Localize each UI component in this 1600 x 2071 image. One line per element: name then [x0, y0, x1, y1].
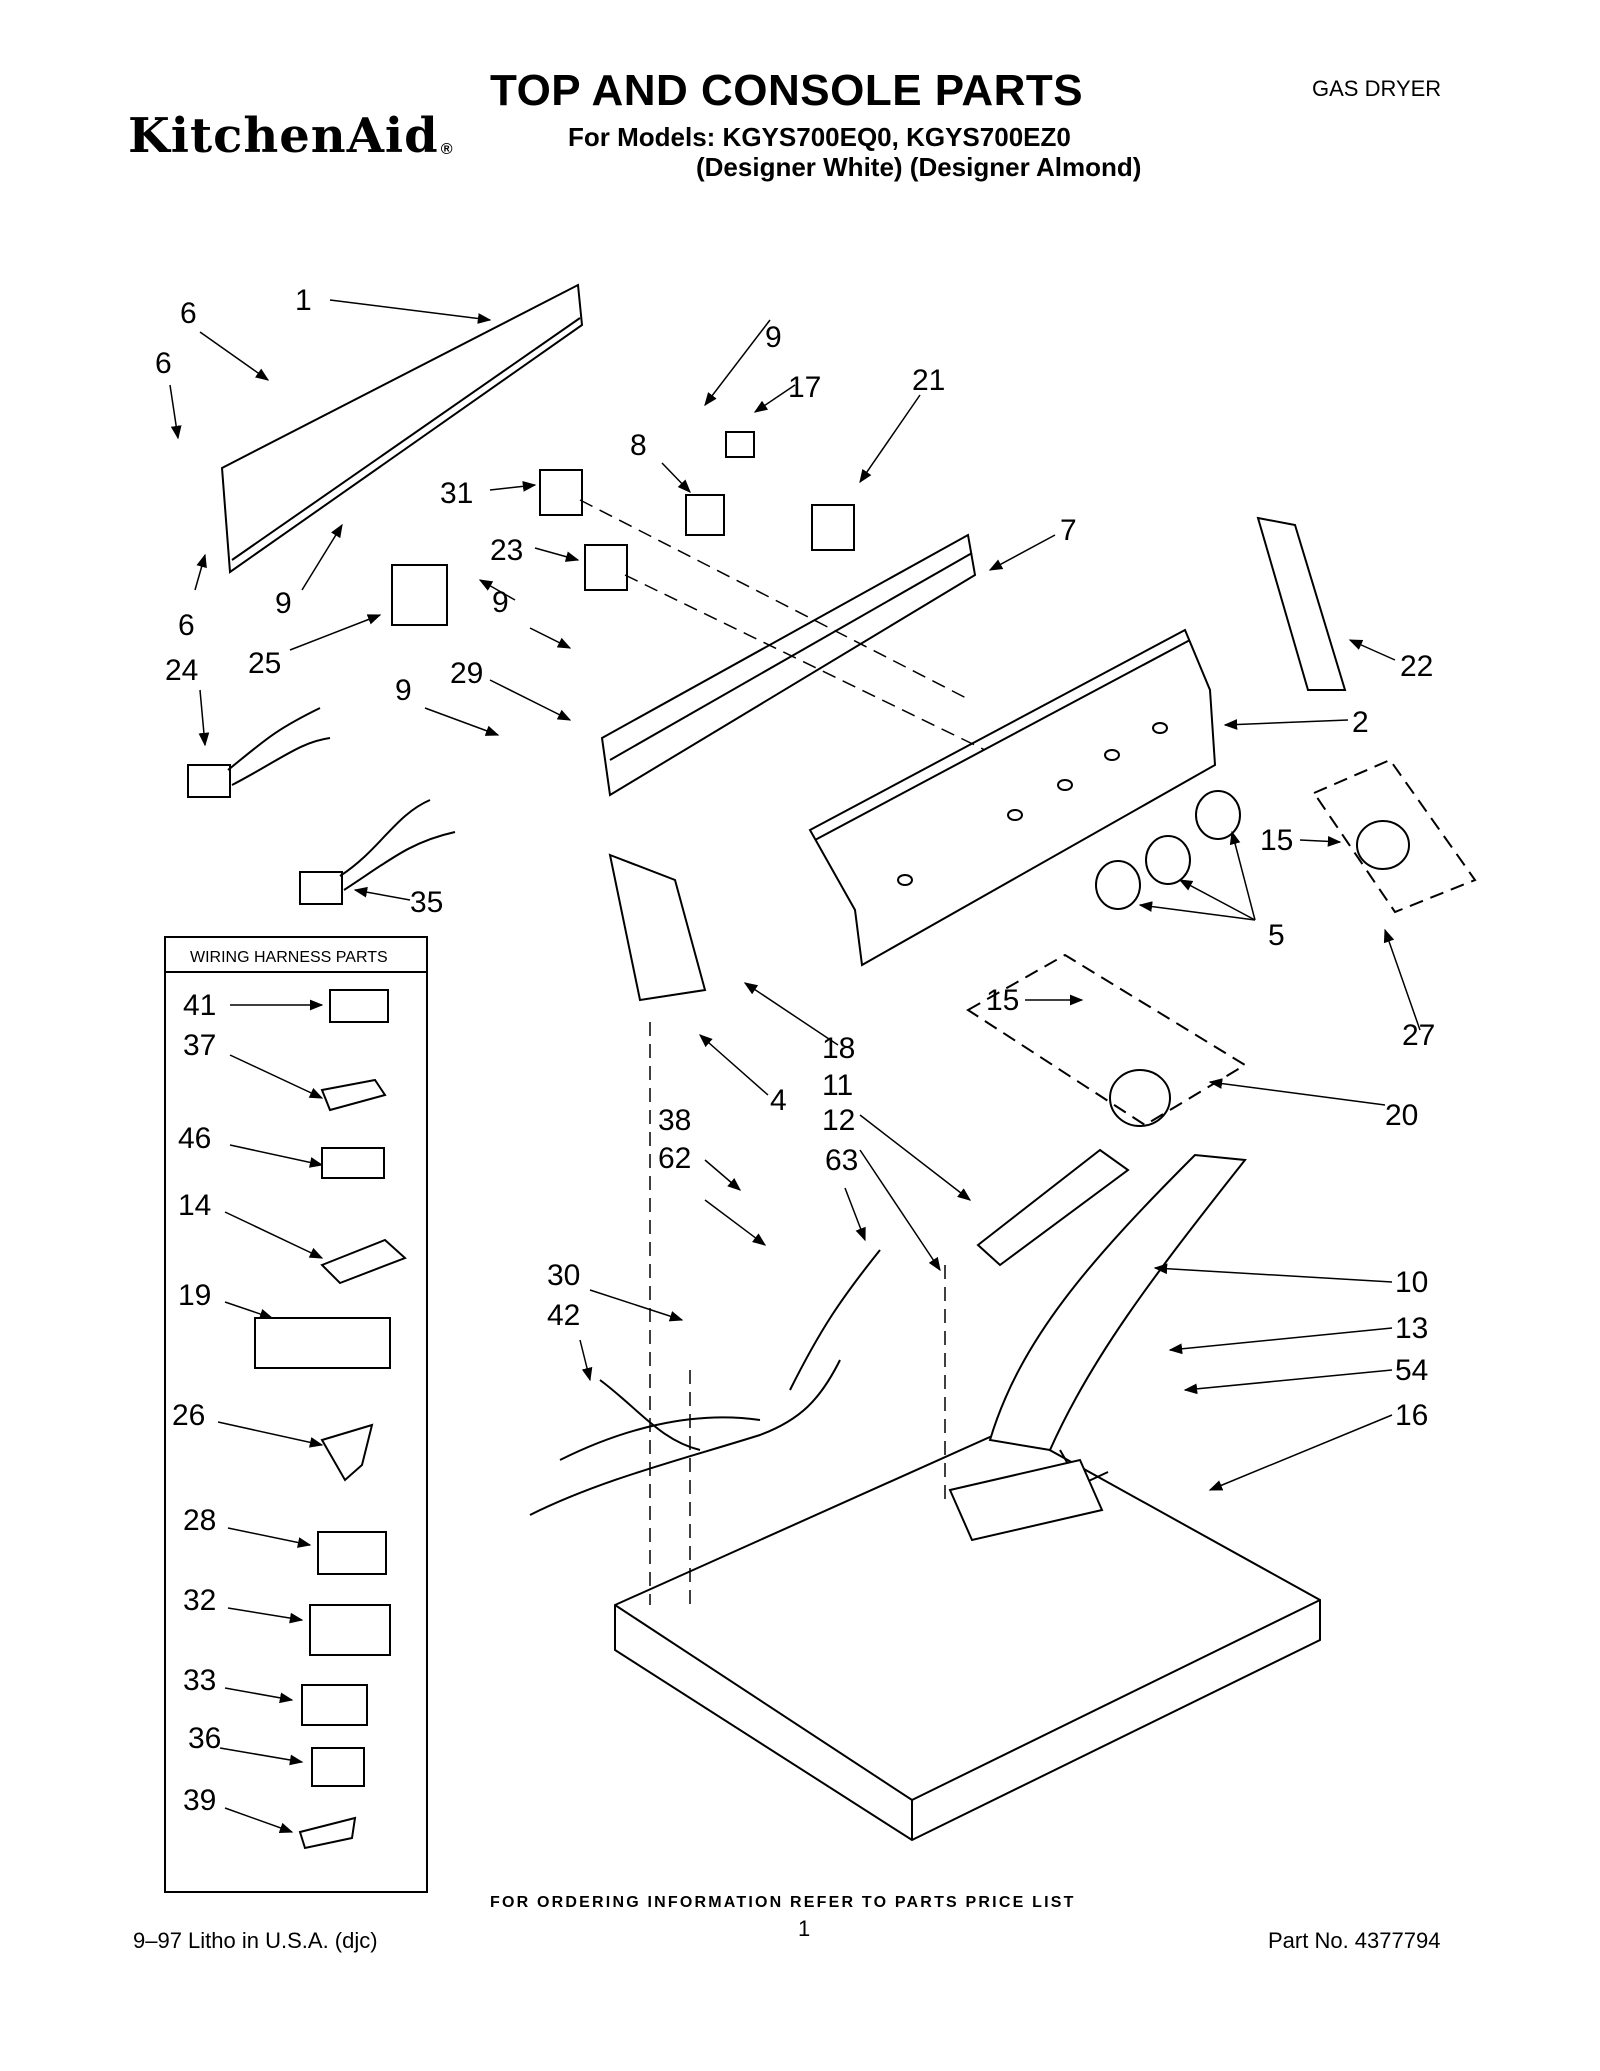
- appliance-type: GAS DRYER: [1312, 76, 1442, 101]
- console-panel: [808, 628, 1217, 967]
- callout-24: 24: [165, 654, 198, 687]
- callout-9a: 9: [275, 587, 292, 620]
- callout-5: 5: [1268, 919, 1285, 952]
- models-line-2: (Designer White) (Designer Almond): [696, 152, 1142, 182]
- callout-22: 22: [1400, 650, 1433, 683]
- page-title: TOP AND CONSOLE PARTS: [490, 66, 1084, 115]
- callout-25: 25: [248, 647, 281, 680]
- harness-inset-box: [164, 936, 428, 1893]
- inset-callout-37: 37: [183, 1029, 216, 1062]
- lint-housing: [948, 1458, 1104, 1542]
- callout-31: 31: [440, 477, 473, 510]
- inset-callout-39: 39: [183, 1784, 216, 1817]
- callout-labels: 1 6 6 6 9 9 9 9 17 21 8 31 23 7 22 24 25…: [155, 284, 1435, 1432]
- callout-16: 16: [1395, 1399, 1428, 1432]
- litho-info: 9–97 Litho in U.S.A. (djc): [133, 1928, 378, 1953]
- callout-27: 27: [1402, 1019, 1435, 1052]
- callout-63: 63: [825, 1144, 858, 1177]
- diagram-linework: [164, 283, 1477, 1893]
- inset-callouts: 41 37 46 14 19 26 28 32 33 36 39: [172, 989, 221, 1817]
- back-panel: [220, 283, 584, 574]
- callout-1: 1: [295, 284, 312, 317]
- models-line-1: For Models: KGYS700EQ0, KGYS700EZ0: [568, 122, 1071, 152]
- callout-6b: 6: [155, 347, 172, 380]
- inset-callout-33: 33: [183, 1664, 216, 1697]
- callout-62: 62: [658, 1142, 691, 1175]
- inset-callout-41: 41: [183, 989, 216, 1022]
- callout-54: 54: [1395, 1354, 1428, 1387]
- inset-title: WIRING HARNESS PARTS: [190, 949, 388, 966]
- callout-6a: 6: [180, 297, 197, 330]
- timer-knob: [1109, 1069, 1171, 1127]
- inset-callout-14: 14: [178, 1189, 211, 1222]
- callout-18: 18: [822, 1032, 855, 1065]
- ordering-note: FOR ORDERING INFORMATION REFER TO PARTS …: [490, 1894, 1076, 1911]
- filter-cover: [976, 1148, 1130, 1267]
- callout-38: 38: [658, 1104, 691, 1137]
- callout-9b: 9: [492, 586, 509, 619]
- console-bracket: [600, 533, 977, 797]
- callout-11: 11: [822, 1069, 853, 1102]
- callout-13: 13: [1395, 1312, 1428, 1345]
- inset-callout-46: 46: [178, 1122, 211, 1155]
- callout-6c: 6: [178, 609, 195, 642]
- callout-8: 8: [630, 429, 647, 462]
- callout-17: 17: [788, 371, 821, 404]
- knob-mid: [1145, 835, 1191, 885]
- callout-10: 10: [1395, 1266, 1428, 1299]
- callout-20: 20: [1385, 1099, 1418, 1132]
- callout-12: 12: [822, 1104, 855, 1137]
- registered-mark: ®: [440, 141, 454, 158]
- callout-9d: 9: [765, 321, 782, 354]
- brand-name: KitchenAid: [128, 108, 439, 164]
- brand-logo: KitchenAid®: [128, 108, 454, 164]
- callout-7: 7: [1060, 514, 1077, 547]
- console-end: [608, 853, 707, 1002]
- callout-21: 21: [912, 364, 945, 397]
- inset-callout-19: 19: [178, 1279, 211, 1312]
- end-cap: [1256, 516, 1347, 691]
- callout-9c: 9: [395, 674, 412, 707]
- part-number: Part No. 4377794: [1268, 1928, 1441, 1953]
- selector-knob: [1356, 820, 1410, 870]
- page-number: 1: [798, 1916, 811, 1941]
- knob-front: [1095, 860, 1141, 910]
- callout-15a: 15: [1260, 824, 1293, 857]
- callout-15b: 15: [986, 984, 1019, 1017]
- callout-2: 2: [1352, 706, 1369, 739]
- inset-callout-32: 32: [183, 1584, 216, 1617]
- callout-4: 4: [770, 1084, 787, 1117]
- callout-29: 29: [450, 657, 483, 690]
- inset-callout-26: 26: [172, 1399, 205, 1432]
- callout-23: 23: [490, 534, 523, 567]
- callout-30: 30: [547, 1259, 580, 1292]
- callout-35: 35: [410, 886, 443, 919]
- callout-42: 42: [547, 1299, 580, 1332]
- knob-rear: [1195, 790, 1241, 840]
- inset-callout-36: 36: [188, 1722, 221, 1755]
- inset-callout-28: 28: [183, 1504, 216, 1537]
- lint-filter: [988, 1153, 1247, 1452]
